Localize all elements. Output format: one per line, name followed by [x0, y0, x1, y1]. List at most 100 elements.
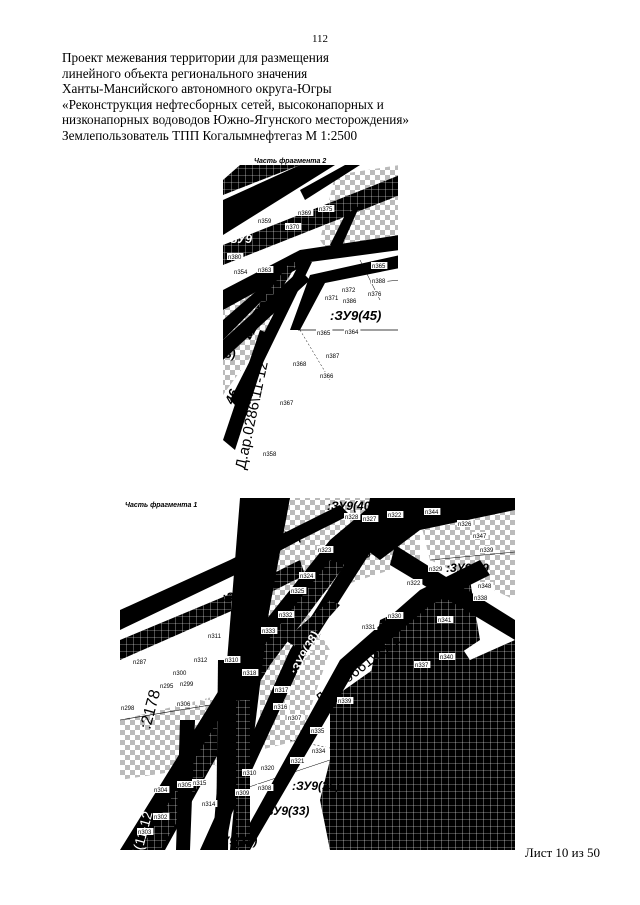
survey-point-label: n344: [425, 510, 439, 516]
survey-point-label: n330: [388, 614, 402, 620]
survey-point-bg: [177, 781, 194, 788]
survey-point-label: n327: [363, 517, 377, 523]
survey-point-label: n358: [263, 452, 277, 458]
survey-point-bg: [192, 779, 209, 786]
survey-point-label: n332: [279, 613, 293, 619]
survey-point-bg: [324, 294, 341, 301]
survey-point-label: n354: [234, 270, 248, 276]
survey-point-label: n317: [275, 688, 289, 694]
survey-point-bg: [224, 656, 241, 663]
survey-point-label: n363: [258, 268, 272, 274]
survey-point-bg: [344, 328, 361, 335]
edge-label-b: 46: [221, 386, 241, 407]
survey-point-bg: [132, 658, 149, 665]
survey-point-bg: [437, 616, 454, 623]
survey-point-bg: [233, 268, 250, 275]
survey-point-label: n380: [228, 255, 242, 261]
fragment-1-title: Часть фрагмента 1: [125, 502, 197, 509]
title-block: Проект межевания территории для размещен…: [62, 50, 622, 144]
survey-point-label: n316: [274, 705, 288, 711]
survey-point-label: n334: [312, 749, 326, 755]
survey-point-bg: [414, 661, 431, 668]
parcel-label-zu9-35: :ЗУ9(35): [292, 779, 339, 793]
survey-point-bg: [472, 532, 489, 539]
survey-point-bg: [242, 669, 259, 676]
survey-point-bg: [325, 352, 342, 359]
survey-point-bg: [120, 704, 137, 711]
survey-point-label: n310: [225, 658, 239, 664]
survey-point-label: n337: [415, 663, 429, 669]
survey-point-label: n367: [280, 401, 294, 407]
survey-point-label: n365: [317, 331, 331, 337]
survey-point-bg: [457, 520, 474, 527]
survey-point-label: n388: [372, 279, 386, 285]
survey-point-bg: [344, 513, 361, 520]
survey-point-label: n335: [311, 729, 325, 735]
survey-point-bg: [318, 205, 335, 212]
survey-point-bg: [473, 594, 490, 601]
survey-point-label: n364: [345, 330, 359, 336]
survey-point-bg: [337, 697, 354, 704]
parcel-label-zu9-33: :ЗУ9(33): [262, 804, 309, 818]
survey-point-bg: [179, 680, 196, 687]
title-line: «Реконструкция нефтесборных сетей, высок…: [62, 96, 384, 112]
survey-point-label: n375: [319, 207, 333, 213]
survey-point-bg: [367, 290, 384, 297]
survey-point-label: n310: [243, 771, 257, 777]
survey-point-label: n376: [368, 292, 382, 298]
survey-point-bg: [317, 546, 334, 553]
survey-point-bg: [257, 784, 274, 791]
survey-point-bg: [262, 450, 279, 457]
survey-point-bg: [311, 747, 328, 754]
survey-point-label: n371: [325, 296, 339, 302]
survey-point-label: n324: [300, 574, 314, 580]
parcel-label-top: :ЗУ9(40): [327, 499, 374, 513]
survey-point-label: n365: [372, 264, 386, 270]
survey-point-label: n339: [480, 548, 494, 554]
survey-point-bg: [257, 266, 274, 273]
survey-point-label: n303: [138, 830, 152, 836]
survey-point-bg: [201, 800, 218, 807]
survey-point-bg: [361, 623, 378, 630]
survey-point-bg: [310, 727, 327, 734]
survey-point-bg: [273, 703, 290, 710]
survey-point-label: n328: [345, 515, 359, 521]
survey-point-label: n387: [326, 354, 340, 360]
survey-point-bg: [362, 515, 379, 522]
survey-point-label: n359: [258, 219, 272, 225]
survey-point-bg: [261, 627, 278, 634]
parcel-label-zu9-34: :ЗУ9(34): [210, 834, 257, 848]
survey-point-bg: [153, 786, 170, 793]
survey-point-bg: [285, 223, 302, 230]
survey-point-bg: [287, 714, 304, 721]
survey-point-label: n308: [258, 786, 272, 792]
survey-point-bg: [477, 582, 494, 589]
survey-point-label: n326: [458, 522, 472, 528]
survey-point-bg: [341, 286, 358, 293]
survey-point-bg: [137, 828, 154, 835]
survey-point-bg: [387, 612, 404, 619]
survey-point-bg: [279, 399, 296, 406]
survey-point-label: n333: [262, 629, 276, 635]
survey-point-bg: [159, 682, 176, 689]
survey-point-bg: [242, 769, 259, 776]
survey-point-label: n298: [121, 706, 135, 712]
survey-point-label: n300: [173, 671, 187, 677]
survey-point-bg: [319, 372, 336, 379]
page-number: 112: [311, 33, 329, 45]
survey-point-label: n287: [133, 660, 147, 666]
title-line: Проект межевания территории для размещен…: [62, 50, 329, 65]
parcel-label-zu9: :ЗУ9(: [272, 529, 304, 543]
survey-point-label: n386: [343, 299, 357, 305]
survey-point-label: n372: [342, 288, 356, 294]
survey-point-label: n307: [288, 716, 302, 722]
survey-point-label: n309: [236, 791, 250, 797]
survey-point-label: n311: [208, 634, 222, 640]
survey-point-bg: [342, 297, 359, 304]
edge-label-left: 3): [225, 347, 236, 361]
title-line: Землепользователь ТПП Когалымнефтегаз М …: [62, 127, 358, 143]
survey-point-bg: [316, 329, 333, 336]
survey-point-bg: [297, 209, 314, 216]
